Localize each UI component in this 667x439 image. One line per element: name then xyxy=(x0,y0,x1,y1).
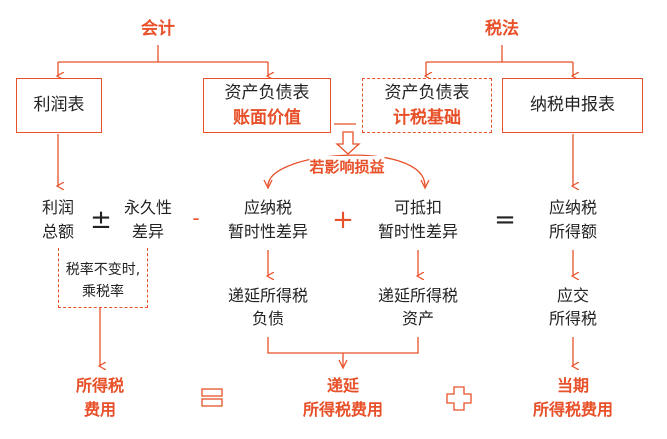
tax-expense-line2: 费用 xyxy=(83,400,117,419)
taxable-temp-line1: 应纳税 xyxy=(243,198,293,217)
dta-line2: 资产 xyxy=(401,309,435,328)
taxable-temp-line2: 暂时性差异 xyxy=(227,222,309,241)
arc-label: 若影响损益 xyxy=(309,156,385,178)
plus-minus-sign: ± xyxy=(90,205,112,235)
equals-sign: = xyxy=(494,205,516,235)
permanent-line1: 永久性 xyxy=(123,198,173,217)
plus-sign: + xyxy=(332,205,354,235)
box-tax-balance-sheet: 资产负债表计税基础 xyxy=(362,78,492,133)
header-accounting: 会计 xyxy=(141,19,175,39)
note-line2: 乘税率 xyxy=(82,284,124,300)
box-income-statement: 利润表 xyxy=(16,78,102,133)
box-label: 纳税申报表 xyxy=(530,95,615,115)
box-sub-label: 计税基础 xyxy=(393,107,461,128)
note-line1: 税率不变时, xyxy=(65,262,141,278)
box-balance-sheet: 资产负债表账面价值 xyxy=(203,78,331,133)
payable-line1: 应交 xyxy=(556,286,590,305)
profit-line2: 总额 xyxy=(41,222,75,241)
box-sub-label: 账面价值 xyxy=(233,107,301,128)
tax-expense-line1: 所得税 xyxy=(75,376,125,395)
taxable-income-line1: 应纳税 xyxy=(548,198,598,217)
payable-line2: 所得税 xyxy=(548,309,598,328)
current-expense-line2: 所得税费用 xyxy=(532,400,614,419)
dtl-line1: 递延所得税 xyxy=(227,286,309,305)
minus-sign: - xyxy=(192,206,200,230)
deferred-expense-line1: 递延 xyxy=(326,376,360,395)
deferred-expense-line2: 所得税费用 xyxy=(302,400,384,419)
box-label: 利润表 xyxy=(33,95,85,115)
profit-line1: 利润 xyxy=(41,198,75,217)
dta-line1: 递延所得税 xyxy=(377,286,459,305)
box-label: 资产负债表 xyxy=(384,82,470,103)
tax-rate-note: 税率不变时, 乘税率 xyxy=(58,248,148,308)
header-tax-law: 税法 xyxy=(485,19,519,39)
deductible-temp-line2: 暂时性差异 xyxy=(377,222,459,241)
hollow-down-arrow xyxy=(335,131,361,155)
deductible-temp-line1: 可抵扣 xyxy=(393,198,443,217)
taxable-income-line2: 所得额 xyxy=(548,222,598,241)
dtl-line2: 负债 xyxy=(251,309,285,328)
current-expense-line1: 当期 xyxy=(556,376,590,395)
box-label: 资产负债表 xyxy=(224,82,310,103)
permanent-line2: 差异 xyxy=(131,222,165,241)
box-tax-return: 纳税申报表 xyxy=(502,78,643,133)
